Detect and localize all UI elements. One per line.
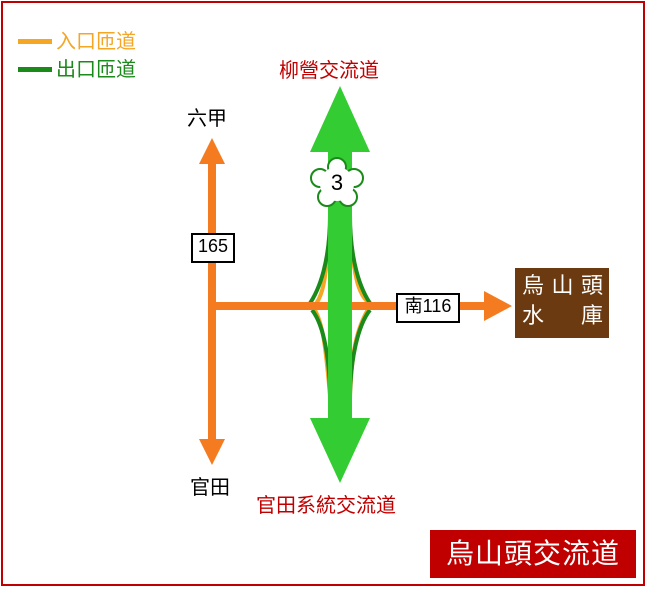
reservoir-line-2: 水 庫: [522, 304, 603, 329]
label-north-town: 六甲: [187, 106, 227, 130]
freeway-arrow-north: [310, 86, 370, 152]
interchange-name-banner: 烏山頭交流道: [430, 530, 636, 578]
legend-label-exit: 出口匝道: [56, 57, 136, 81]
freeway-shield-icon: [310, 157, 364, 207]
reservoir-destination: 烏 山 頭 水 庫: [515, 268, 609, 338]
route-116-shield: 南116: [396, 293, 460, 323]
freeway-number: 3: [330, 170, 344, 195]
legend-entry-ramp: 入口匝道: [18, 30, 136, 52]
label-south-town: 官田: [190, 475, 230, 499]
route-165-shield: 165: [191, 233, 235, 263]
label-south-interchange: 官田系統交流道: [256, 493, 396, 517]
label-north-interchange: 柳營交流道: [279, 58, 379, 82]
legend-swatch-entry: [18, 38, 52, 44]
legend-swatch-exit: [18, 66, 52, 72]
freeway-arrow-south: [310, 418, 370, 483]
road-165-arrow-north: [199, 138, 225, 164]
reservoir-line-1: 烏 山 頭: [522, 274, 603, 299]
legend-exit-ramp: 出口匝道: [18, 58, 136, 80]
legend-label-entry: 入口匝道: [56, 29, 136, 53]
exit-ramp-nw: [306, 214, 332, 308]
road-165-arrow-south: [199, 439, 225, 465]
road-116-arrow-east: [484, 291, 512, 321]
